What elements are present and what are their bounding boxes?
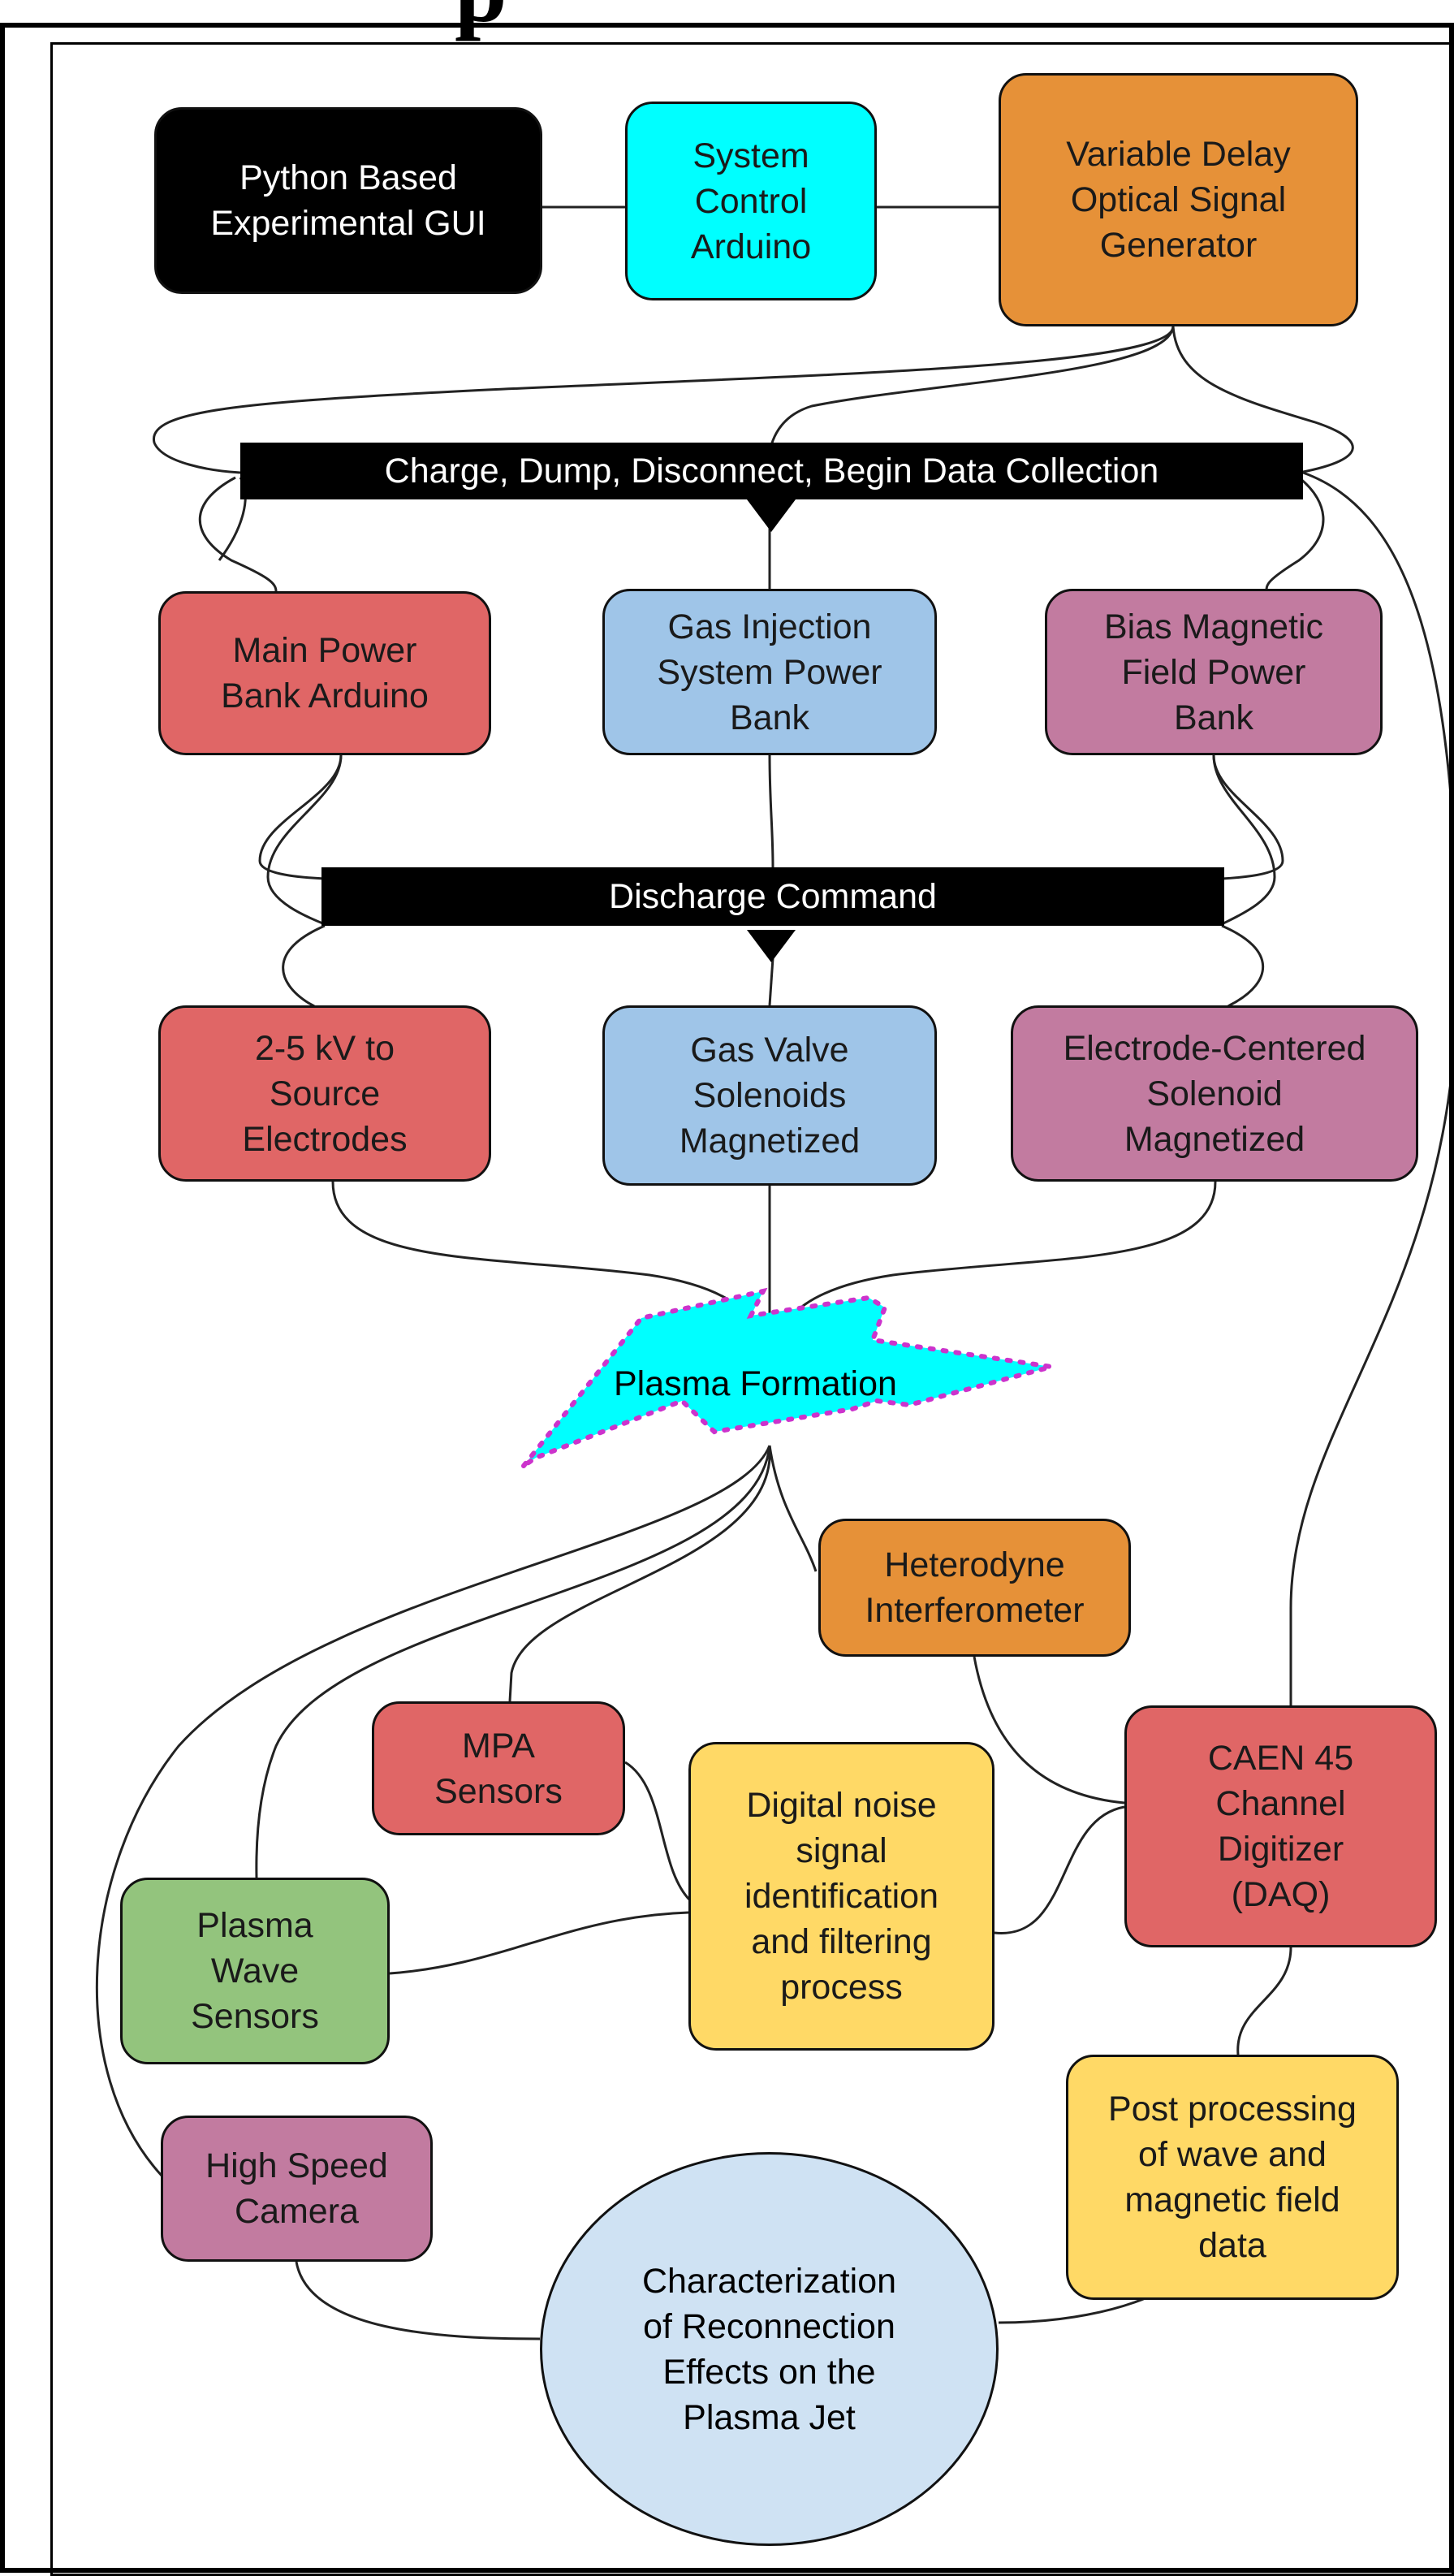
heterodyne-interferometer-node: Heterodyne Interferometer [818,1519,1131,1657]
variable-delay-generator-node: Variable Delay Optical Signal Generator [999,73,1358,326]
connector-delay-center [767,326,1175,468]
reconnection-characterization-circle: Characterization of Reconnection Effects… [540,2152,999,2546]
gas-injection-power-bank-label: Gas Injection System Power Bank [657,607,882,737]
plasma-formation-shape [521,1287,1052,1468]
digital-noise-filtering-node: Digital noise signal identification and … [688,1742,995,2051]
connector-wave-noise [389,1911,689,1975]
post-processing-node: Post processing of wave and magnetic fie… [1066,2055,1399,2300]
caen-digitizer-node: CAEN 45 Channel Digitizer (DAQ) [1124,1705,1437,1947]
connector-mpa-noise [624,1761,692,1902]
system-control-arduino-node: System Control Arduino [625,102,877,300]
discharge-command-label: Discharge Command [609,876,937,916]
main-power-bank-label: Main Power Bank Arduino [221,631,429,715]
discharge-command-banner: Discharge Command [321,867,1224,926]
connector-biasbank-discharge [1212,754,1284,880]
python-gui-label: Python Based Experimental GUI [210,158,486,243]
heterodyne-interferometer-label: Heterodyne Interferometer [865,1545,1085,1630]
connector-plasma-mpa [508,1445,771,1702]
source-electrodes-node: 2-5 kV to Source Electrodes [158,1005,491,1182]
charge-command-label: Charge, Dump, Disconnect, Begin Data Col… [384,451,1159,491]
connector-interferometer-caen [973,1656,1125,1804]
electrode-centered-solenoid-node: Electrode-Centered Solenoid Magnetized [1011,1005,1418,1182]
caen-digitizer-label: CAEN 45 Channel Digitizer (DAQ) [1207,1739,1354,1914]
gas-injection-power-bank-node: Gas Injection System Power Bank [602,589,937,755]
electrode-centered-solenoid-label: Electrode-Centered Solenoid Magnetized [1063,1028,1366,1159]
source-electrodes-label: 2-5 kV to Source Electrodes [242,1028,408,1159]
connector-mainbank-discharge [258,754,343,880]
connector-banner-biasbank [1265,476,1325,592]
connector-banner-caen [1289,471,1454,1705]
main-power-bank-node: Main Power Bank Arduino [158,591,491,755]
post-processing-label: Post processing of wave and magnetic fie… [1108,2090,1357,2265]
plasma-wave-sensors-node: Plasma Wave Sensors [120,1878,390,2064]
connector-biasbank-discharge-b [1212,754,1276,926]
mpa-sensors-node: MPA Sensors [372,1701,625,1835]
bias-magnetic-power-bank-node: Bias Magnetic Field Power Bank [1045,589,1383,755]
gas-valve-solenoids-node: Gas Valve Solenoids Magnetized [602,1005,937,1186]
bias-magnetic-power-bank-label: Bias Magnetic Field Power Bank [1103,607,1324,737]
plasma-wave-sensors-label: Plasma Wave Sensors [191,1906,319,2036]
charge-arrow [747,499,796,532]
connector-discharge-valves [768,957,774,1006]
connector-mainbank-discharge-b [266,754,343,926]
charge-command-banner: Charge, Dump, Disconnect, Begin Data Col… [240,443,1303,499]
connector-camera-result [295,2261,541,2340]
connector-delay-left [152,326,1175,474]
heading-fragment: p [455,0,507,37]
reconnection-characterization-label: Characterization of Reconnection Effects… [641,2261,897,2437]
plasma-formation-label: Plasma Formation [614,1364,897,1403]
variable-delay-generator-label: Variable Delay Optical Signal Generator [1066,135,1291,265]
connector-noise-caen [994,1805,1125,1934]
mpa-sensors-label: MPA Sensors [434,1726,563,1811]
connector-plasma-camera [96,1445,771,2178]
system-control-arduino-label: System Control Arduino [690,136,812,266]
connector-delay-right [1171,326,1354,474]
connector-plasma-interferometer [768,1445,818,1572]
high-speed-camera-label: High Speed Camera [205,2146,388,2231]
gas-valve-solenoids-label: Gas Valve Solenoids Magnetized [679,1031,861,1160]
connector-gasbank-discharge [768,754,774,868]
connector-caen-post [1236,1947,1292,2055]
digital-noise-filtering-label: Digital noise signal identification and … [744,1786,939,2007]
python-gui-node: Python Based Experimental GUI [154,107,542,294]
high-speed-camera-node: High Speed Camera [161,2116,433,2262]
connector-plasma-wave [255,1445,771,1878]
discharge-arrow [747,930,796,962]
